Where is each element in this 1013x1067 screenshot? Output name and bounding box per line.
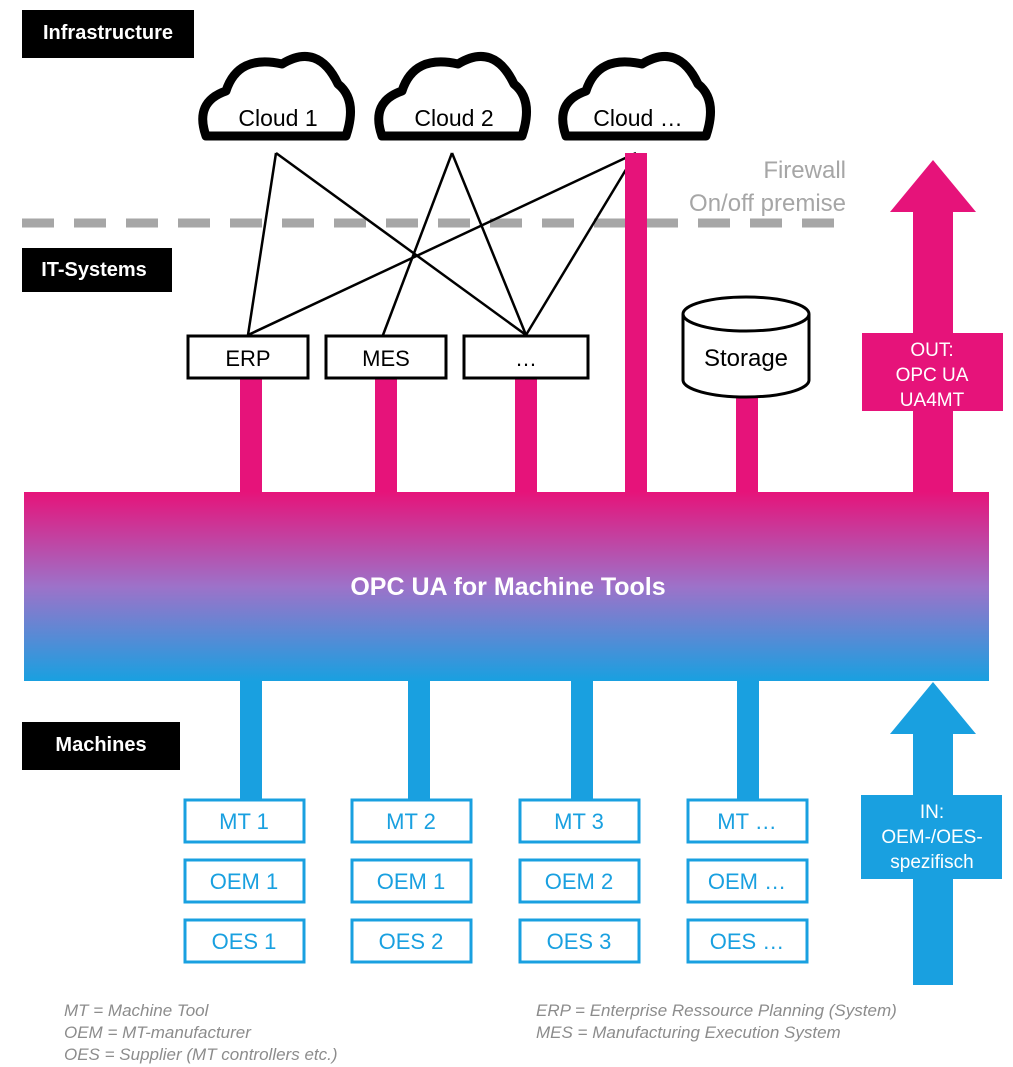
machine-box-oem: OEM 2 [545, 869, 613, 894]
erp-connector [240, 378, 262, 498]
machine-column-2: MT 2 OEM 1 OES 2 [350, 798, 473, 964]
legend-left: MT = Machine Tool OEM = MT-manufacturer … [64, 1001, 338, 1064]
machine-box-mt: MT 1 [219, 809, 269, 834]
storage-connector [736, 398, 758, 498]
machine-box-mt: MT … [717, 809, 776, 834]
out-arrow: OUT: OPC UA UA4MT [862, 160, 1003, 500]
in-arrow-line1: IN: [920, 802, 944, 823]
connection-line [524, 152, 638, 336]
cloud-2-label: Cloud 2 [414, 105, 493, 131]
legend-item: MT = Machine Tool [64, 1001, 210, 1020]
cloud-1-label: Cloud 1 [238, 105, 317, 131]
legend-item: OEM = MT-manufacturer [64, 1023, 252, 1042]
opc-ua-hub: OPC UA for Machine Tools [24, 492, 989, 681]
machine-box-oem: OEM 1 [377, 869, 445, 894]
connection-line [246, 152, 278, 336]
out-arrow-line2: OPC UA [896, 365, 969, 386]
in-arrow-line3: spezifisch [890, 852, 973, 873]
mt3-connector [571, 675, 593, 800]
section-label-it-systems-text: IT-Systems [41, 259, 147, 281]
machine-box-oes: OES 3 [547, 929, 612, 954]
cloud-1: Cloud 1 [198, 51, 355, 141]
other-it-connector [515, 378, 537, 498]
connection-line [450, 152, 528, 336]
machine-connectors [240, 675, 759, 800]
machine-box-oes: OES … [710, 929, 785, 954]
cloud-3-label: Cloud … [593, 105, 682, 131]
cloud-3: Cloud … [558, 51, 715, 141]
legend-item: OES = Supplier (MT controllers etc.) [64, 1045, 338, 1064]
it-box-mes-label: MES [362, 346, 410, 371]
machine-column-1: MT 1 OEM 1 OES 1 [183, 798, 306, 964]
machine-box-oes: OES 2 [379, 929, 444, 954]
legend-item: ERP = Enterprise Ressource Planning (Sys… [536, 1001, 897, 1020]
it-box-erp: ERP [186, 334, 310, 380]
mt2-connector [408, 675, 430, 800]
section-label-infrastructure: Infrastructure [22, 10, 194, 58]
machine-box-oem: OEM 1 [210, 869, 278, 894]
mes-connector [375, 378, 397, 498]
mt1-connector [240, 675, 262, 800]
machine-column-3: MT 3 OEM 2 OES 3 [518, 798, 641, 964]
cloud-2: Cloud 2 [374, 51, 531, 141]
storage-cylinder: Storage [681, 295, 811, 399]
mt4-connector [737, 675, 759, 800]
connection-line [381, 152, 454, 336]
in-arrow-head [890, 682, 976, 734]
storage-label: Storage [704, 345, 788, 372]
cloud-direct-connector [625, 153, 647, 498]
connection-line [275, 151, 527, 337]
out-arrow-line3: UA4MT [900, 390, 965, 411]
machine-box-mt: MT 3 [554, 809, 604, 834]
legend-right: ERP = Enterprise Ressource Planning (Sys… [536, 1001, 897, 1042]
in-arrow-line2: OEM-/OES- [881, 827, 982, 848]
section-label-machines: Machines [22, 722, 180, 770]
machine-column-4: MT … OEM … OES … [686, 798, 809, 964]
in-arrow-label: IN: OEM-/OES- spezifisch [861, 795, 1002, 879]
out-arrow-line1: OUT: [910, 340, 953, 361]
it-box-other: … [462, 334, 590, 380]
section-label-machines-text: Machines [55, 734, 146, 756]
premise-label: On/off premise [689, 190, 846, 217]
machine-box-mt: MT 2 [386, 809, 436, 834]
legend-item: MES = Manufacturing Execution System [536, 1023, 841, 1042]
connection-line [247, 151, 637, 337]
hub-label: OPC UA for Machine Tools [350, 573, 665, 601]
firewall-label: Firewall [763, 157, 846, 184]
section-label-it-systems: IT-Systems [22, 248, 172, 292]
machine-box-oem: OEM … [708, 869, 786, 894]
it-box-other-label: … [515, 346, 537, 371]
section-label-infrastructure-text: Infrastructure [43, 22, 173, 44]
machine-box-oes: OES 1 [212, 929, 277, 954]
cloud-connections [246, 151, 638, 337]
it-connectors [240, 153, 758, 498]
it-box-mes: MES [324, 334, 448, 380]
it-box-erp-label: ERP [225, 346, 270, 371]
